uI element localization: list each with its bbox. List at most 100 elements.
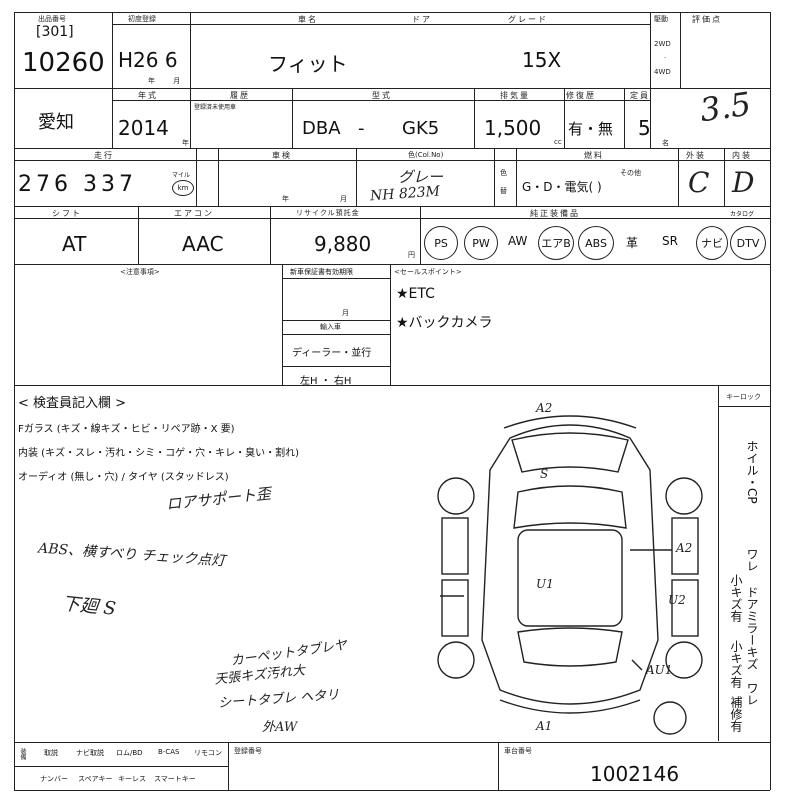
drive-label: 駆動 — [654, 15, 668, 23]
warranty-month: 月 — [342, 309, 349, 317]
rule-5 — [14, 385, 770, 386]
col-divider — [474, 88, 475, 148]
history-label: 履歴 — [230, 91, 250, 100]
side-label-1: ホイル・CP — [745, 440, 759, 504]
header-subrule — [282, 278, 390, 279]
fuel-label: 燃料 — [584, 151, 604, 160]
repair: 有・無 — [568, 120, 614, 138]
col-divider — [112, 12, 113, 148]
wheel-front-right — [665, 477, 703, 515]
drive-dot: · — [664, 54, 667, 62]
wheel-rear-left — [437, 641, 475, 679]
lot-number: 10260 — [22, 48, 105, 78]
mileage-unit: km — [177, 184, 189, 192]
header-subrule — [282, 320, 390, 321]
model-prefix: DBA — [302, 118, 341, 139]
mark-right-front: A2 — [675, 541, 692, 555]
exterior: C — [688, 166, 710, 199]
score-value: 3.5 — [697, 84, 754, 130]
hand-note-1: ロアサポート歪 — [165, 484, 272, 514]
rule-4 — [14, 264, 770, 265]
footer-item-keyless: キーレス — [118, 775, 146, 783]
col-divider — [494, 148, 495, 206]
col-divider — [228, 742, 229, 790]
aircon-label: エアコン — [174, 209, 214, 218]
equip-navi-label: ナビ — [701, 237, 723, 250]
inspection-label: 車検 — [272, 151, 292, 160]
history-sub: 登録済未使用車 — [194, 104, 237, 111]
rule-1 — [14, 88, 770, 89]
col-divider — [650, 12, 651, 148]
color-change-1: 色 — [500, 169, 507, 177]
wheel-front-left — [437, 477, 475, 515]
hand-note-2: ABS、横すべり チェック点灯 — [37, 540, 226, 570]
region: 愛知 — [38, 112, 74, 133]
col-divider — [218, 148, 219, 206]
rule-2 — [14, 148, 770, 149]
sales-point-1: ★ETC — [396, 286, 435, 302]
col-divider — [356, 148, 357, 206]
model-dash: - — [358, 118, 365, 139]
score-label: 評価点 — [692, 15, 722, 24]
col-divider — [282, 264, 283, 385]
header-subrule — [14, 160, 770, 161]
interior: D — [732, 166, 755, 199]
equip-leather: 革 — [626, 236, 639, 250]
col-divider — [390, 264, 391, 385]
header-subrule — [112, 100, 650, 101]
import-label: 輸入車 — [320, 323, 341, 331]
year-label: 年式 — [138, 91, 158, 100]
footer-item-rom: ロム/BD — [116, 749, 143, 757]
shift: AT — [62, 232, 87, 256]
col-divider — [196, 148, 197, 206]
color-change-2: 替 — [500, 187, 507, 195]
first-reg-label: 初度登録 — [128, 15, 156, 23]
mark-hood: S — [540, 467, 548, 481]
mileage-unit-badge: km — [172, 180, 194, 196]
inspector-line-2: 内装 (キズ・スレ・汚れ・シミ・コゲ・穴・キレ・臭い・割れ) — [18, 448, 299, 459]
header-subrule — [718, 406, 770, 407]
side-label-5: ワレ — [745, 682, 759, 706]
exterior-label: 外装 — [686, 151, 706, 160]
footer-item-smart-key: スマートキー — [154, 775, 196, 783]
side-label-2: ワレ — [745, 548, 759, 572]
hand-note-5: 天張キズ汚れ大 — [213, 663, 306, 688]
hand-note-7: 外AW — [262, 720, 298, 735]
inspector-line-1: Fガラス (キズ・線キズ・ヒビ・リペア跡・X 要) — [18, 424, 235, 435]
car-name: フィット — [268, 52, 348, 76]
displacement-unit: cc — [554, 138, 562, 146]
equip-dtv-label: DTV — [736, 236, 760, 250]
border-bottom — [14, 790, 770, 791]
notes-label: <注意事項> — [120, 268, 160, 276]
lot-prefix: [301] — [36, 24, 74, 40]
right-front-door — [671, 517, 699, 575]
side-label-4: ドアミラーキズ — [745, 586, 759, 670]
inspector-line-3: オーディオ (無し・穴) / タイヤ (スタッドレス) — [18, 472, 229, 483]
mark-roof: U1 — [536, 577, 554, 591]
left-rear-door — [441, 579, 469, 637]
side-label-7: 補修有 — [729, 696, 743, 732]
col-divider — [516, 148, 517, 206]
mileage: 276 337 — [18, 172, 137, 197]
col-divider — [564, 88, 565, 148]
extra-label: カタログ — [730, 211, 755, 218]
model-label: 型式 — [372, 91, 392, 100]
col-divider — [678, 148, 679, 206]
mark-right-rear: U2 — [668, 593, 686, 607]
equip-airbag-label: エアB — [541, 237, 571, 250]
fuel-other: その他 — [620, 169, 641, 177]
inspection-month: 月 — [340, 195, 347, 203]
chassis-number: 1002146 — [590, 762, 680, 786]
mark-front-bumper: A2 — [535, 401, 552, 415]
car-roof — [517, 529, 623, 627]
model-code: GK5 — [402, 118, 440, 139]
equip-pw: PW — [464, 226, 498, 260]
hand-note-3: 下廻 S — [60, 593, 117, 620]
capacity: 5 — [638, 116, 651, 140]
car-name-label: 車名 — [298, 15, 318, 24]
right-rear-door — [671, 579, 699, 637]
col-divider — [190, 12, 191, 88]
side-label-6: 小キズ有 — [729, 640, 743, 688]
equip-ps: PS — [424, 226, 458, 260]
